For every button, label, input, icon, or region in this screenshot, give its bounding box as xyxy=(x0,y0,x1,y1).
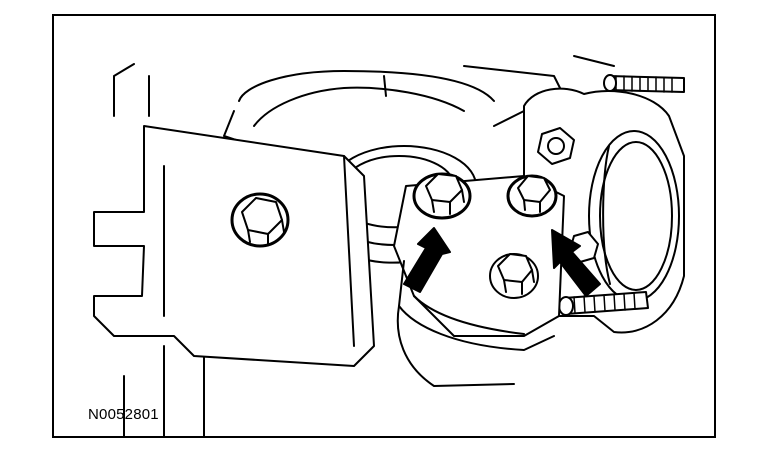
left-bracket-nut xyxy=(230,192,290,248)
lower-bracket-bolt xyxy=(489,253,539,299)
upper-stud xyxy=(603,74,685,93)
figure-frame: N0052801 xyxy=(52,14,716,438)
arrow-icon xyxy=(551,229,601,297)
left-bracket xyxy=(93,125,375,367)
left-bracket-bolt xyxy=(412,172,472,220)
right-bracket-bolt xyxy=(506,174,558,218)
flange-bolt xyxy=(537,127,575,165)
figure-id-label: N0052801 xyxy=(88,406,159,423)
engine-mount-illustration xyxy=(93,55,685,436)
arrow-icon xyxy=(403,227,451,293)
lower-stud xyxy=(558,291,649,316)
